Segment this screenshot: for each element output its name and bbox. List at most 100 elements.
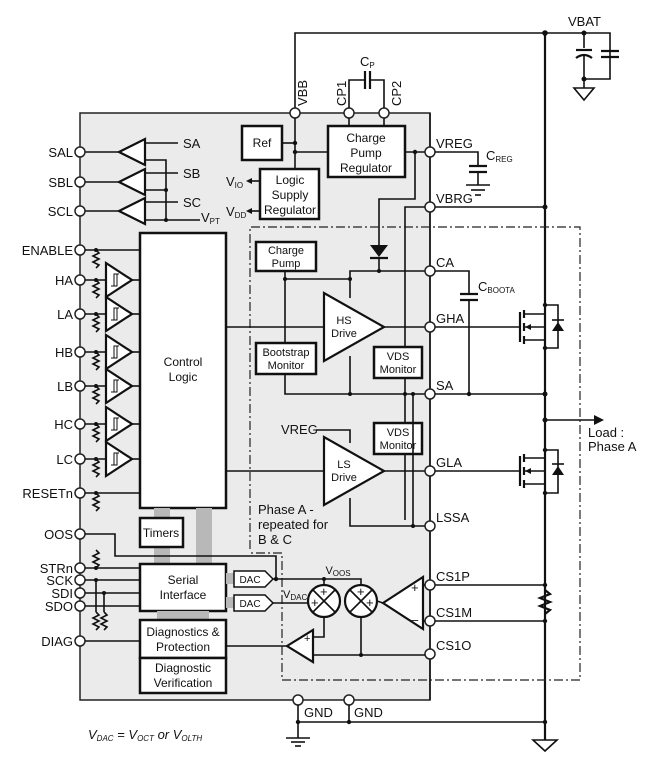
pin-scl-label: SCL xyxy=(48,204,73,219)
vbat-label: VBAT xyxy=(568,14,601,29)
lsr-label-1: Logic xyxy=(276,173,305,187)
pin-gla-label: GLA xyxy=(436,455,462,470)
pin-vbrg xyxy=(424,201,436,213)
diag-prot-label-1: Diagnostics & xyxy=(146,625,219,639)
pin-oos-label: OOS xyxy=(44,527,73,542)
sense-amp-outputs: SA SB SC VPT xyxy=(80,136,220,226)
resistor-icon xyxy=(91,351,101,371)
pin-lc-label: LC xyxy=(56,452,73,467)
ic-body xyxy=(79,112,431,701)
sc-label: SC xyxy=(183,195,201,210)
arrow-left-icon xyxy=(246,208,252,214)
power-blocks: Ref Charge Pump Regulator Logic Supply R… xyxy=(226,118,407,221)
pin-hb xyxy=(74,346,86,358)
schmitt-buffer-icon xyxy=(104,366,135,406)
pin-sdi-label: SDI xyxy=(51,586,73,601)
gnd-1-label: GND xyxy=(304,705,333,720)
ground-pins: GND GND xyxy=(286,694,560,753)
pin-cp2 xyxy=(378,107,390,119)
vds1-label-1: VDS xyxy=(387,351,410,363)
vio-label: VIO xyxy=(226,174,243,190)
pin-cs1p xyxy=(424,579,436,591)
left-inputs: SALSBLSCLENABLEHALAHBLBHCLCRESETnOOSSTRn… xyxy=(22,145,140,649)
vds2-label-2: Monitor xyxy=(380,440,417,452)
vdac-formula: VDAC = VOCT or VOLTH xyxy=(88,727,202,743)
pin-ha xyxy=(74,274,86,286)
gnd-2-label: GND xyxy=(354,705,383,720)
ground-icon xyxy=(572,87,596,102)
plus-sign: + xyxy=(311,595,319,610)
pin-strn xyxy=(74,562,86,574)
pin-cs1m xyxy=(424,615,436,627)
bsm-label-1: Bootstrap xyxy=(262,347,309,359)
pin-strn-label: STRn xyxy=(40,561,73,576)
pin-vbb xyxy=(289,107,301,119)
phase-pins: CA CBOOTA GHA SA GLA LSSA xyxy=(424,255,548,532)
timers-block xyxy=(138,516,185,549)
pin-vbb-label: VBB xyxy=(295,80,310,106)
pin-lc xyxy=(74,453,86,465)
diode-icon xyxy=(370,245,388,257)
pin-sbl xyxy=(74,176,86,188)
pin-gnd-2 xyxy=(343,694,355,706)
cpr-label-1: Charge xyxy=(346,131,386,145)
pin-cp1-label: CP1 xyxy=(334,81,349,106)
lsr-label-3: Regulator xyxy=(264,203,316,217)
diag-ver-label-2: Verification xyxy=(154,676,213,690)
shunt-resistor-icon xyxy=(537,589,553,615)
ls-label-1: LS xyxy=(337,459,350,471)
cp-label-2: Pump xyxy=(272,258,301,270)
plus-sign: + xyxy=(411,580,419,595)
current-sense: CS1P CS1M CS1O + – + + + + VOOS VDAC + xyxy=(226,565,553,664)
vds2-label-1: VDS xyxy=(387,427,410,439)
pin-cp2-label: CP2 xyxy=(389,81,404,106)
pin-la xyxy=(74,308,86,320)
pin-enable xyxy=(74,244,86,256)
vds-monitor-ls-block xyxy=(372,421,424,456)
pin-cs1o-label: CS1O xyxy=(436,638,471,653)
pin-vreg-label: VREG xyxy=(436,136,473,151)
buffer-sc-icon xyxy=(116,196,147,226)
pin-sal xyxy=(74,146,86,158)
control-label-1: Control xyxy=(164,355,203,369)
pin-ha-label: HA xyxy=(55,273,73,288)
diag-ver-label-1: Diagnostic xyxy=(155,661,211,675)
serial-label-1: Serial xyxy=(168,573,199,587)
top-pins: VBB CP1 CP2 CP xyxy=(289,54,404,119)
plus-sign: + xyxy=(366,595,374,610)
minus-sign: – xyxy=(411,612,419,627)
vdd-label: VDD xyxy=(226,204,246,220)
diagnostics-protection-block xyxy=(138,618,228,660)
cboota-label: CBOOTA xyxy=(478,279,515,295)
vds-monitor-hs-block xyxy=(372,345,424,380)
pin-hc xyxy=(74,418,86,430)
pin-vbrg-label: VBRG xyxy=(436,191,473,206)
pin-sdo-label: SDO xyxy=(45,599,73,614)
pin-sa xyxy=(424,388,436,400)
pin-scl xyxy=(74,205,86,217)
pin-sdo xyxy=(74,600,86,612)
schmitt-buffer-icon xyxy=(104,294,135,334)
pin-lssa-label: LSSA xyxy=(436,510,470,525)
pin-gha-label: GHA xyxy=(436,311,465,326)
pin-resetn-label: RESETn xyxy=(22,486,73,501)
pin-sdi xyxy=(74,587,86,599)
vreg-vbrg: VREG CREG VBRG xyxy=(378,113,548,700)
pin-sck-label: SCK xyxy=(46,573,73,588)
pin-gnd-1 xyxy=(292,694,304,706)
sa-label: SA xyxy=(183,136,201,151)
resistor-icon xyxy=(91,313,101,333)
resistor-icon xyxy=(99,611,109,631)
dac-2-label: DAC xyxy=(239,599,260,610)
pin-gla xyxy=(424,465,436,477)
schmitt-buffer-icon xyxy=(104,404,135,444)
pin-oos xyxy=(74,528,86,540)
pin-cp1 xyxy=(343,107,355,119)
schmitt-buffer-icon xyxy=(104,439,135,479)
comparator-icon xyxy=(284,628,315,664)
ref-label: Ref xyxy=(253,136,272,150)
resistor-icon xyxy=(91,611,101,631)
dacs: DAC DAC xyxy=(226,570,275,612)
